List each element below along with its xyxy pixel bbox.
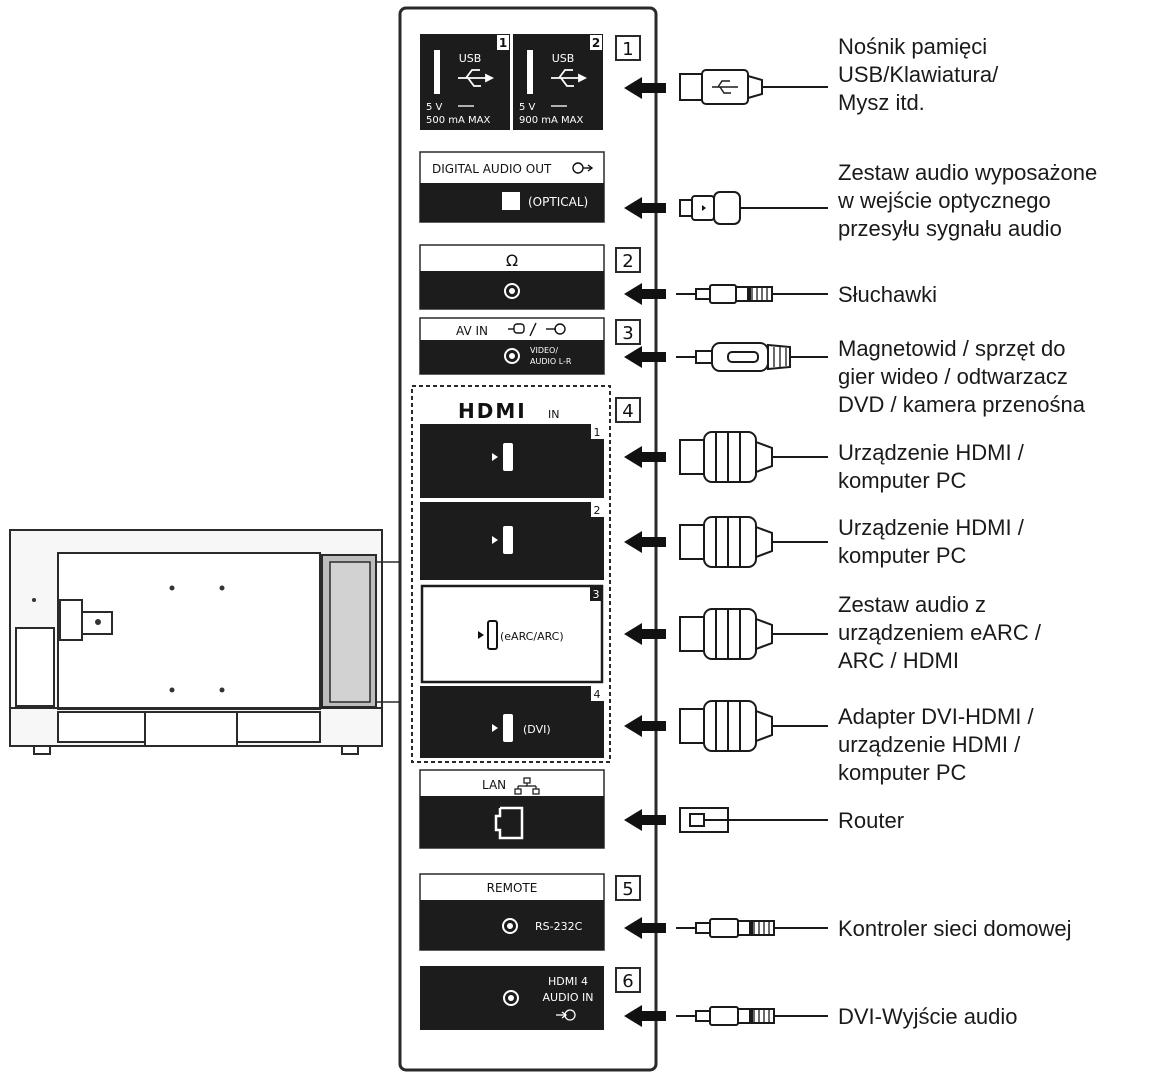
- remote-title: REMOTE: [487, 881, 538, 895]
- usb-2-number: 2: [592, 36, 600, 50]
- hdmi4-audio-line1: HDMI 4: [548, 975, 588, 988]
- lan-port: LAN: [419, 769, 605, 849]
- ethernet-jack-icon: [494, 806, 524, 840]
- optical-plug-icon: [679, 191, 828, 225]
- hdmi4-audio-line2: AUDIO IN: [543, 991, 594, 1004]
- hdmi-3-number: 3: [593, 588, 600, 601]
- input-symbol-icon: [556, 1009, 576, 1021]
- device-router: Router: [838, 808, 904, 833]
- usb-plug-icon: [679, 69, 828, 105]
- rs232c-plug-icon: [676, 918, 828, 938]
- hdmi-2-number: 2: [594, 504, 601, 517]
- hdmi-logo: HDMI: [458, 399, 527, 423]
- device-hdmi2: Urządzenie HDMI / komputer PC: [838, 515, 1030, 568]
- usb-1-max: 500 mA MAX: [426, 115, 490, 126]
- device-labels: Nośnik pamięci USB/Klawiatura/ Mysz itd.…: [837, 34, 1103, 1029]
- usb-1-number: 1: [499, 36, 507, 50]
- device-headphones: Słuchawki: [838, 282, 937, 307]
- usb-ports: 1 2 USB USB 5 V 5 V 500 mA MAX 900 mA MA…: [420, 34, 603, 130]
- marker-6: 6: [622, 971, 633, 992]
- usb-1-voltage: 5 V: [426, 102, 443, 113]
- output-symbol-icon: [572, 162, 594, 174]
- digital-audio-out-port: DIGITAL AUDIO OUT (OPTICAL): [419, 151, 605, 223]
- headphone-port: Ω: [419, 244, 605, 310]
- device-hdmi1: Urządzenie HDMI / komputer PC: [838, 440, 1030, 493]
- cable-plugs: [676, 69, 828, 1026]
- hdmi4-audio-in-port: HDMI 4 AUDIO IN: [420, 966, 604, 1030]
- remote-port: REMOTE RS-232C: [419, 873, 605, 951]
- usb-2-label: USB: [552, 52, 575, 65]
- usb-2-voltage: 5 V: [519, 102, 536, 113]
- marker-2: 2: [622, 251, 633, 272]
- audio-plug-icon: [676, 1006, 828, 1026]
- device-home-network: Kontroler sieci domowej: [838, 916, 1072, 941]
- hdmi-4-number: 4: [594, 688, 601, 701]
- marker-4: 4: [622, 401, 633, 422]
- number-markers: [615, 35, 641, 993]
- av-in-sub-1: VIDEO/: [530, 346, 558, 355]
- optical-port-icon: [502, 192, 520, 210]
- lan-plug-icon: [679, 807, 828, 833]
- av-in-title: AV IN: [456, 324, 488, 338]
- lan-title: LAN: [482, 778, 506, 792]
- device-optical: Zestaw audio wyposażone w wejście optycz…: [837, 160, 1103, 241]
- marker-5: 5: [622, 879, 633, 900]
- device-hdmi3: Zestaw audio z urządzeniem eARC / ARC / …: [838, 592, 1047, 673]
- hdmi-in-text: IN: [548, 408, 559, 421]
- hdmi-3-tag: (eARC/ARC): [500, 630, 564, 643]
- hdmi-plug-icons: [679, 431, 828, 752]
- marker-3: 3: [622, 323, 633, 344]
- headphone-icon: Ω: [506, 251, 518, 270]
- network-icon: [514, 777, 540, 795]
- av-in-port: AV IN VIDEO/ AUDIO L-R: [419, 317, 605, 375]
- tv-rear-view: [9, 529, 383, 755]
- av-plug-icon: [676, 342, 828, 372]
- device-av: Magnetowid / sprzęt do gier wideo / odtw…: [838, 336, 1086, 417]
- digital-audio-title: DIGITAL AUDIO OUT: [432, 162, 552, 176]
- usb-2-symbol-icon: [551, 69, 588, 87]
- device-hdmi4: Adapter DVI-HDMI / urządzenie HDMI / kom…: [838, 704, 1040, 785]
- marker-1: 1: [622, 39, 633, 60]
- device-dvi-audio: DVI-Wyjście audio: [838, 1004, 1018, 1029]
- av-in-sub-2: AUDIO L-R: [530, 357, 572, 366]
- headphone-plug-icon: [676, 284, 828, 304]
- hdmi-1-number: 1: [594, 426, 601, 439]
- usb-2-max: 900 mA MAX: [519, 115, 583, 126]
- device-usb: Nośnik pamięci USB/Klawiatura/ Mysz itd.: [838, 34, 1004, 115]
- optical-label: (OPTICAL): [528, 195, 588, 209]
- hdmi-ports: HDMI IN 1 2 3 (eARC/ARC) 4 (DVI): [411, 385, 611, 763]
- av-input-symbol-icon: [508, 322, 566, 337]
- hdmi-4-tag: (DVI): [523, 723, 551, 736]
- remote-port-label: RS-232C: [535, 920, 583, 933]
- usb-1-symbol-icon: [458, 69, 495, 87]
- usb-1-label: USB: [459, 52, 482, 65]
